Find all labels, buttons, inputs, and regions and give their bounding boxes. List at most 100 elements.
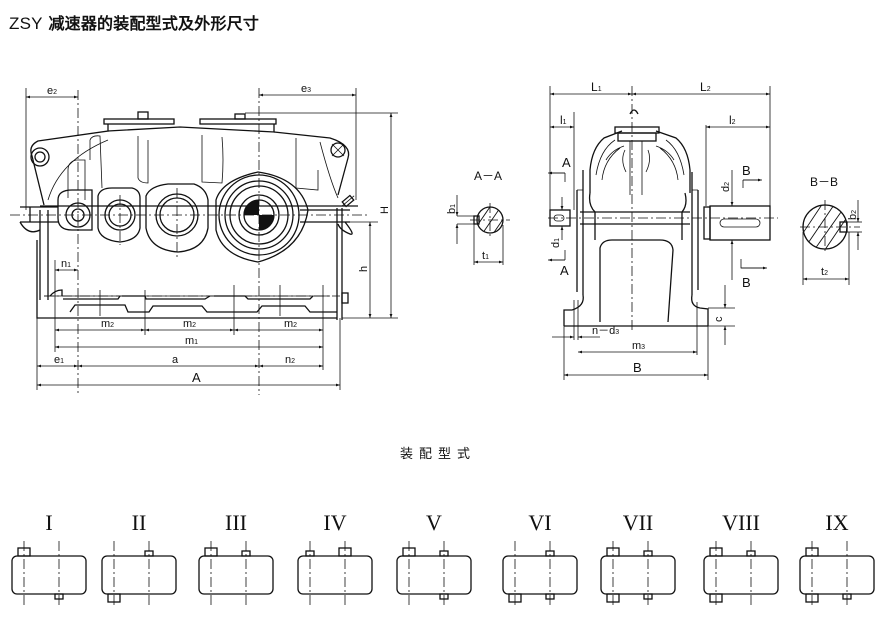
- label-m2-2: m2: [183, 318, 196, 330]
- shaft-stub-top-right: [338, 547, 352, 557]
- drain-plug: [341, 292, 349, 304]
- gearbox-body: [11, 555, 87, 595]
- label-c: c: [713, 316, 725, 322]
- vent-cap: [629, 109, 639, 115]
- label-t1: t1: [482, 250, 489, 262]
- lifting-lug-right: [330, 142, 346, 158]
- assembly-section-title: 装配型式: [400, 447, 477, 462]
- label-b2: b2: [847, 210, 859, 220]
- shaft-stub-top-right: [241, 550, 251, 557]
- label-m2-1: m2: [101, 318, 114, 330]
- inspection-cover-right: [199, 118, 277, 125]
- side-view: L1 L2 l1 l2 d1 d2 n－d3 m3 B c A A B B: [548, 80, 778, 380]
- shaft-stub-bottom-right: [842, 593, 852, 600]
- label-b1: b1: [446, 204, 458, 214]
- gearbox-body: [198, 555, 274, 595]
- shaft-stub-top-left: [305, 550, 315, 557]
- side-flange-right: [691, 172, 699, 295]
- section-bb-title: B－B: [810, 175, 838, 189]
- output-shaft-stub: [709, 205, 771, 241]
- assembly-type-9: IX: [799, 510, 875, 606]
- shaft-stub-bottom-right: [643, 593, 653, 600]
- label-h: h: [358, 266, 370, 272]
- shaft-stub-bottom-right: [545, 593, 555, 600]
- label-l2: l2: [729, 113, 736, 127]
- label-e3: e3: [301, 83, 311, 95]
- label-L2: L2: [700, 80, 711, 94]
- oil-gauge: [341, 194, 355, 208]
- assembly-type-label: I: [45, 510, 52, 535]
- assembly-type-2: II: [101, 510, 177, 606]
- shaft-stub-top-left: [402, 547, 416, 557]
- label-m2-3: m2: [284, 318, 297, 330]
- label-m1: m1: [185, 335, 198, 347]
- lifting-lug-left: [34, 151, 46, 163]
- section-aa-title: A－A: [474, 169, 502, 183]
- upper-cover-right-edge: [273, 131, 350, 196]
- side-housing-right: [655, 130, 691, 193]
- label-H: H: [379, 206, 391, 214]
- title-text: 减速器的装配型式及外形尺寸: [48, 14, 260, 33]
- label-n1: n1: [61, 258, 71, 270]
- vent-plug-right: [234, 113, 246, 120]
- shaft-stub-top-right: [746, 550, 756, 557]
- section-bb: B－B b2 t2: [800, 175, 862, 285]
- label-A: A: [192, 370, 201, 385]
- label-l1: l1: [560, 113, 567, 127]
- lower-body-left: [39, 210, 49, 300]
- shaft-stub-top-right: [439, 550, 449, 557]
- shaft-stub-bottom-right: [54, 593, 64, 600]
- section-marker-b-bottom: B: [742, 275, 751, 290]
- assembly-type-5: V: [396, 510, 472, 606]
- label-B: B: [633, 360, 642, 375]
- assembly-type-label: V: [426, 510, 442, 535]
- inspection-cover-left: [103, 118, 175, 125]
- label-d2: d2: [720, 182, 732, 192]
- title-prefix: ZSY: [9, 14, 43, 33]
- assembly-type-label: IV: [323, 510, 346, 535]
- label-t2: t2: [821, 266, 828, 278]
- side-housing-left: [589, 130, 623, 193]
- assembly-type-7: VII: [600, 510, 676, 606]
- shaft-stub-bottom-left: [709, 593, 723, 603]
- shaft-stub-top-left: [17, 547, 31, 557]
- assembly-type-label: VI: [528, 510, 551, 535]
- gearbox-body: [101, 555, 177, 595]
- shaft-stub-bottom-left: [606, 593, 620, 603]
- output-shaft: [300, 209, 353, 235]
- page-title: ZSY 减速器的装配型式及外形尺寸: [9, 10, 259, 34]
- assembly-type-label: IX: [825, 510, 848, 535]
- label-e2: e2: [47, 85, 57, 97]
- assembly-type-label: VIII: [722, 510, 760, 535]
- bearing-bosses: [57, 171, 309, 263]
- shaft-stub-bottom-left: [805, 593, 819, 603]
- shaft-stub-top-left: [204, 547, 218, 557]
- assembly-type-label: II: [132, 510, 147, 535]
- gearbox-housing: [30, 111, 358, 320]
- upper-cover-left-edge: [30, 124, 109, 206]
- upper-cover-top-edge: [107, 124, 275, 133]
- shaft-stub-top-right: [643, 550, 653, 557]
- section-marker-a-top: A: [562, 155, 571, 170]
- shaft-stub-top-right: [144, 550, 154, 557]
- gearbox-body: [600, 555, 676, 595]
- gearbox-body: [297, 555, 373, 595]
- shaft-stub-top-left: [805, 547, 819, 557]
- shaft-stub-top-right: [545, 550, 555, 557]
- shaft-stub-bottom-right: [439, 593, 449, 600]
- section-marker-a-bottom: A: [560, 263, 569, 278]
- label-e1: e1: [54, 354, 64, 366]
- section-aa: A－A b1 t1: [446, 169, 510, 265]
- assembly-type-1: I: [11, 510, 87, 606]
- front-view: e2 e3 n1 m2 m2 m2 m1 e1 a n2 A H h: [10, 83, 398, 395]
- assembly-type-3: III: [198, 510, 274, 606]
- gearbox-body: [396, 555, 472, 595]
- label-n2: n2: [285, 354, 295, 366]
- label-m3: m3: [632, 340, 645, 352]
- shaft-stub-top-left: [606, 547, 620, 557]
- assembly-type-8: VIII: [703, 510, 779, 606]
- assembly-type-label: VII: [623, 510, 654, 535]
- shaft-stub-bottom-left: [508, 593, 522, 603]
- side-pedestal-window: [599, 239, 674, 323]
- label-L1: L1: [591, 80, 602, 94]
